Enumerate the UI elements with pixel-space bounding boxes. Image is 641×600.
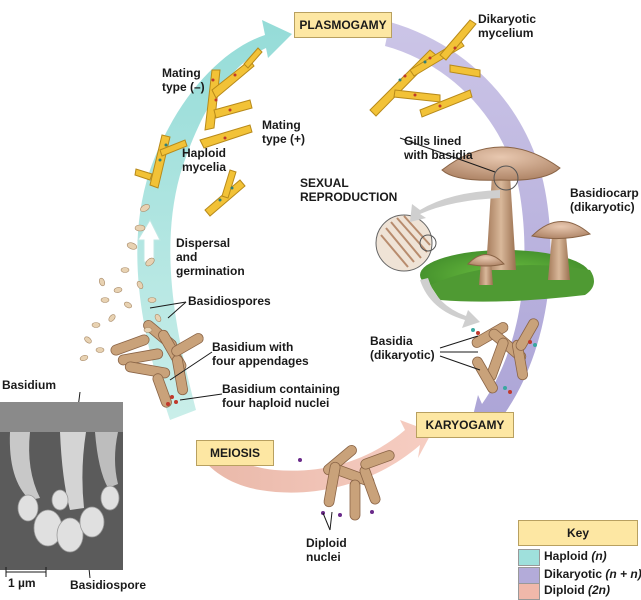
label-dikaryotic-mycelium: Dikaryotic mycelium	[478, 12, 537, 40]
key-swatch-haploid	[518, 549, 540, 566]
key-title: Key	[518, 520, 638, 546]
label-micrograph-basidium: Basidium	[2, 378, 57, 392]
basidia-cluster-left	[110, 319, 204, 408]
key-label-dikaryotic: Dikaryotic (n + n)	[544, 567, 641, 581]
sem-micrograph	[0, 402, 123, 577]
label-basidiospores: Basidiospores	[188, 294, 271, 308]
label-basidium-appendages: Basidium with four appendages	[212, 340, 309, 368]
label-mating-type-minus: Mating type (–)	[162, 66, 205, 94]
key-label-haploid: Haploid (n)	[544, 549, 607, 563]
dikaryotic-mycelium	[369, 19, 481, 118]
label-gills: Gills lined with basidia	[404, 134, 473, 162]
label-dispersal: Dispersal and germination	[176, 236, 245, 278]
spores	[79, 204, 162, 362]
diploid-arrow	[200, 420, 432, 493]
label-basidium-nuclei: Basidium containing four haploid nuclei	[222, 382, 341, 410]
label-mating-type-plus: Mating type (+)	[262, 118, 306, 146]
label-diploid-nuclei: Diploid nuclei	[306, 536, 347, 564]
key-row-diploid: Diploid (2n)	[518, 582, 636, 600]
basidiocarp-mushrooms	[420, 146, 594, 302]
gill-zoom	[375, 190, 500, 328]
stage-meiosis: MEIOSIS	[196, 440, 274, 466]
label-basidia-dikaryotic: Basidia (dikaryotic)	[370, 334, 435, 362]
key-row-haploid: Haploid (n)	[518, 548, 636, 566]
haploid-mycelium-minus	[199, 47, 263, 149]
label-basidiocarp: Basidiocarp (dikaryotic)	[570, 186, 639, 214]
label-micrograph-basidiospore: Basidiospore	[70, 578, 147, 592]
basidia-cluster-bottom	[323, 444, 395, 521]
stage-plasmogamy: PLASMOGAMY	[294, 12, 392, 38]
haploid-arrow	[137, 20, 292, 420]
basidia-cluster-right	[471, 318, 539, 394]
dikaryotic-arrow	[385, 22, 551, 430]
key-swatch-diploid	[518, 583, 540, 600]
label-haploid-mycelia: Haploid mycelia	[182, 146, 227, 174]
label-scale-bar: 1 µm	[8, 576, 36, 590]
key-label-diploid: Diploid (2n)	[544, 583, 611, 597]
stage-karyogamy: KARYOGAMY	[416, 412, 514, 438]
label-sexual-reproduction: SEXUAL REPRODUCTION	[300, 176, 398, 204]
